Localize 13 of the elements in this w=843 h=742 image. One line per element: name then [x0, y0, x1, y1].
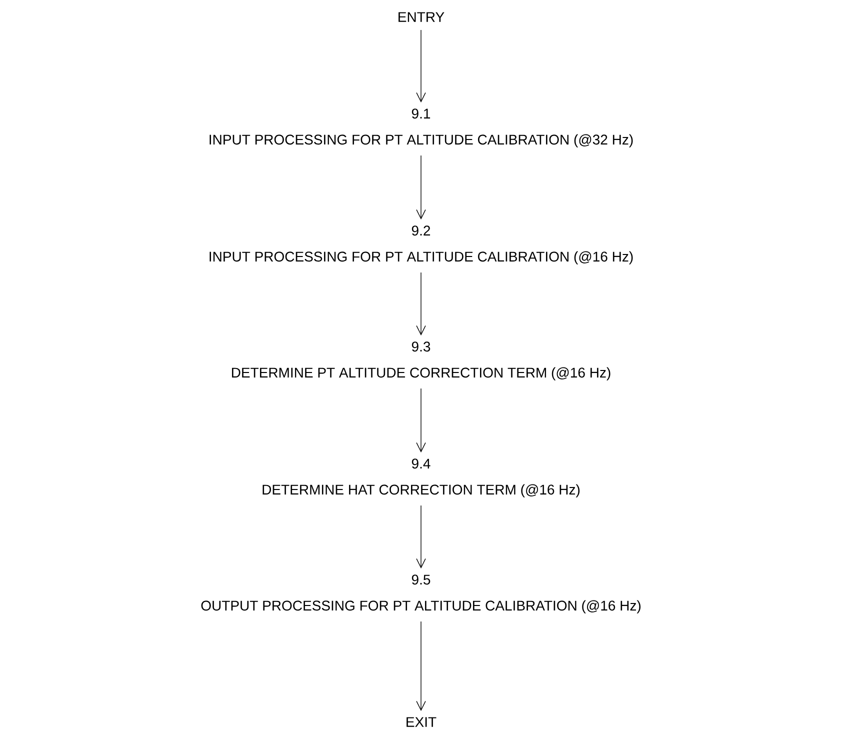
flow-step: ENTRY	[398, 12, 444, 22]
arrow	[416, 388, 426, 452]
arrow	[416, 272, 426, 336]
arrow	[416, 30, 426, 102]
flow-step: 9.1 INPUT PROCESSING FOR PT ALTITUDE CALIBRATION (@32 Hz)	[210, 108, 633, 148]
arrow	[416, 621, 426, 711]
arrow	[416, 505, 426, 568]
flow-step: 9.4 DETERMINE HAT CORRECTION TERM (@16 Hz)	[262, 458, 580, 498]
flow-step: 9.5 OUTPUT PROCESSING FOR PT ALTITUDE CALIBRATION (@16 Hz)	[201, 574, 640, 614]
flow-step: EXIT	[406, 717, 436, 727]
flow-step: 9.2 INPUT PROCESSING FOR PT ALTITUDE CALIBRATION (@16 Hz)	[210, 226, 633, 264]
flow-step: 9.3 DETERMINE PT ALTITUDE CORRECTION TERM (@16 Hz)	[232, 342, 610, 380]
arrow	[416, 155, 426, 220]
